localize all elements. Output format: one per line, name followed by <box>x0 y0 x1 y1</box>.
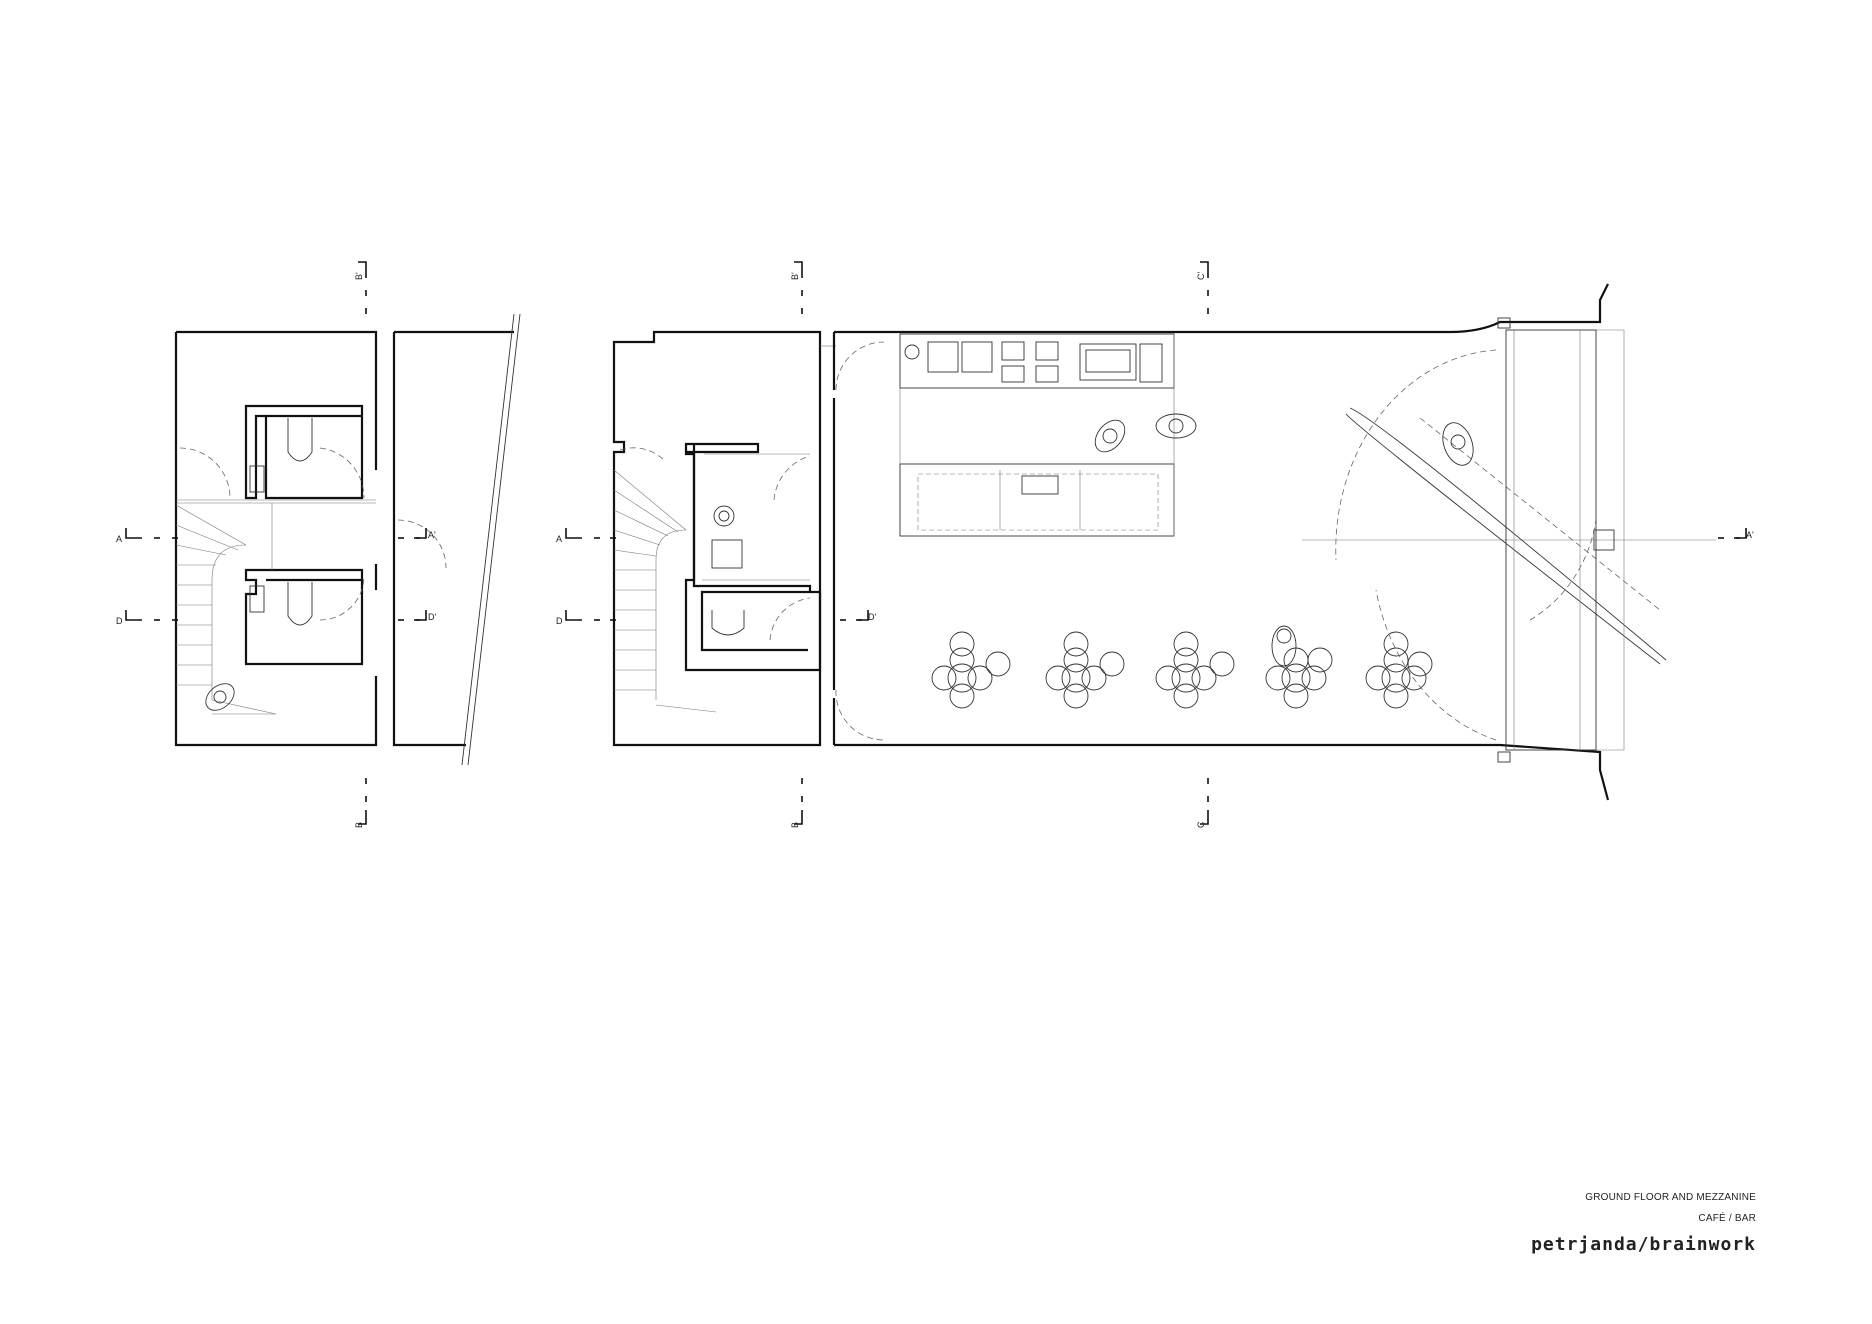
section-label-a-prime: A' <box>428 530 436 540</box>
section-label-b: B <box>354 822 364 828</box>
section-label-a-prime: A' <box>1746 530 1754 540</box>
pivot-facade <box>1302 317 1716 763</box>
person-figure <box>205 683 235 711</box>
section-markers: B' B B' B C' C A A' D D' A A' D D' <box>116 261 1754 828</box>
section-label-a: A <box>556 534 562 544</box>
ground-stair <box>613 469 717 713</box>
section-label-b: B <box>790 822 800 828</box>
section-label-d-prime: D' <box>428 612 436 622</box>
table-group-4 <box>1265 625 1333 709</box>
table-group-3 <box>1155 631 1235 709</box>
mezzanine-stair <box>175 504 277 715</box>
section-label-b-prime: B' <box>354 272 364 280</box>
mezzanine-plan <box>174 313 521 766</box>
title-block: GROUND FLOOR AND MEZZANINE CAFÉ / BAR pe… <box>1531 1192 1756 1255</box>
section-label-c: C <box>1196 821 1206 828</box>
section-label-b-prime: B' <box>790 272 800 280</box>
section-label-c-prime: C' <box>1196 272 1206 280</box>
section-label-d-prime: D' <box>868 612 876 622</box>
bar-counter <box>899 333 1175 537</box>
person-figure <box>1155 413 1197 439</box>
drawing-subtitle: CAFÉ / BAR <box>1698 1213 1756 1224</box>
brand-logo: petrjanda/brainwork <box>1531 1234 1756 1255</box>
table-group-5 <box>1365 631 1433 709</box>
drawing-title: GROUND FLOOR AND MEZZANINE <box>1585 1192 1756 1203</box>
person-figure <box>1094 419 1126 453</box>
table-group-1 <box>931 631 1011 709</box>
section-label-a: A <box>116 534 122 544</box>
section-label-d: D <box>556 616 563 626</box>
section-label-d: D <box>116 616 123 626</box>
ground-floor-plan <box>612 283 1716 801</box>
table-group-2 <box>1045 631 1125 709</box>
